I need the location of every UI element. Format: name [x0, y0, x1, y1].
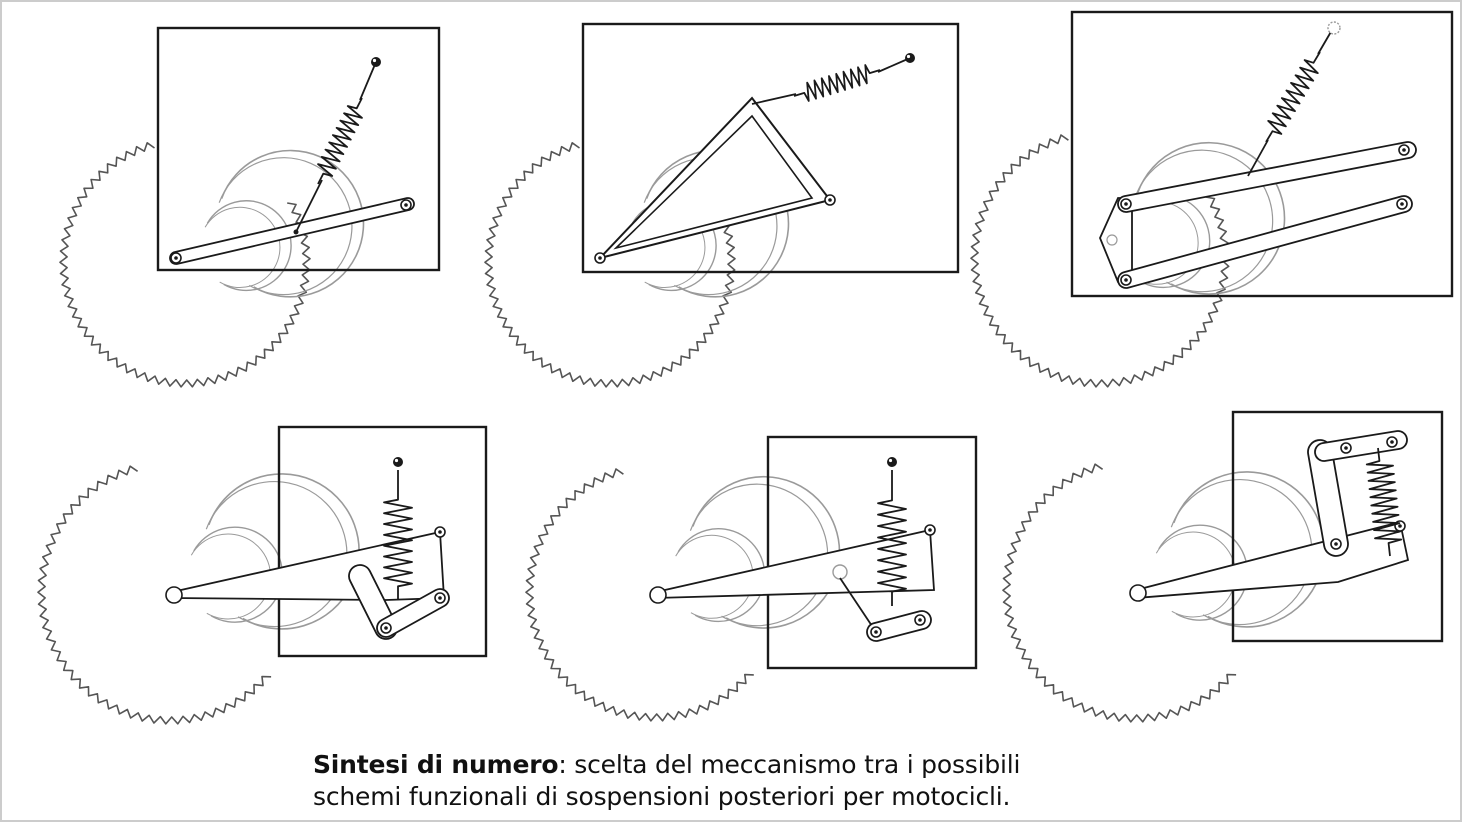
mount-highlight: [888, 458, 893, 463]
hub-outer: [193, 526, 284, 623]
pivot-dot: [1334, 542, 1338, 546]
wheel-carrier: [1099, 197, 1133, 283]
rim-outer: [1137, 141, 1286, 295]
pivot-dot: [1124, 202, 1128, 206]
swingarm-pivot: [649, 586, 667, 604]
mount-highlight: [906, 54, 911, 59]
scheme-3: [1099, 21, 1417, 289]
caption-line-1: Sintesi di numero: scelta del meccanismo…: [313, 749, 1213, 781]
tire-tread: [37, 465, 272, 725]
shock-rod: [1247, 139, 1269, 177]
shock-rod: [877, 57, 911, 73]
pivot-dot: [174, 256, 178, 260]
pivot-dot: [828, 198, 832, 202]
scheme-1: [169, 57, 415, 265]
pivot-dot: [1398, 524, 1402, 528]
shock-rod: [839, 577, 877, 633]
hub-outer: [1158, 524, 1249, 621]
shock-rod: [751, 93, 797, 105]
rim-inner: [218, 157, 353, 296]
hub-inner: [675, 534, 754, 619]
tire-tread: [484, 142, 736, 388]
pivot-dot: [918, 618, 922, 622]
pivot-dot: [598, 256, 602, 260]
rim-inner: [689, 483, 829, 627]
scheme-4: [165, 457, 450, 640]
pivot-dot: [404, 203, 408, 207]
panel-frame: [277, 425, 488, 658]
rim-outer: [220, 149, 365, 298]
mount-point: [371, 57, 381, 67]
tire-tread: [1002, 463, 1237, 723]
rim-inner: [205, 481, 348, 628]
rear-wheel: [37, 465, 360, 725]
mount-point: [393, 457, 403, 467]
tire-tread: [525, 468, 754, 722]
spring-coil: [1265, 51, 1321, 143]
caption-bold-term: Sintesi di numero: [313, 750, 559, 779]
lower-arm: [1117, 195, 1413, 289]
caption-line-2: schemi funzionali di sospensioni posteri…: [313, 782, 1011, 811]
hub-inner: [190, 533, 272, 620]
scheme-6: [1129, 430, 1410, 602]
scheme-5: [649, 457, 936, 642]
spring-coil: [1365, 447, 1403, 557]
pivot-dot: [384, 626, 388, 630]
panel-frame: [156, 26, 441, 272]
panel-frame: [766, 435, 978, 670]
rear-wheel: [525, 468, 841, 722]
pivot-dot: [438, 596, 442, 600]
shock-rod: [359, 61, 377, 101]
axle-mark: [1106, 234, 1118, 246]
mount-point: [905, 53, 915, 63]
pivot-dot: [1400, 202, 1404, 206]
tire-tread: [59, 142, 311, 388]
upper-arm: [1117, 141, 1417, 213]
panel-frame: [581, 22, 960, 274]
panels-layer: [156, 10, 1454, 670]
spring-coil: [793, 64, 881, 102]
mount-point: [887, 457, 897, 467]
pivot-dot: [928, 528, 932, 532]
rocker-link: [376, 588, 450, 638]
pivot-dot: [1344, 446, 1348, 450]
pivot-dot: [1124, 278, 1128, 282]
vertical-link: [1307, 439, 1349, 557]
pivot-dot: [1402, 148, 1406, 152]
spring-coil: [877, 486, 907, 606]
triangle-arm-inner: [613, 114, 814, 250]
swingarm: [169, 197, 415, 265]
swingarm-pivot: [165, 586, 183, 604]
pivot-dot: [874, 630, 878, 634]
hub-outer: [677, 528, 766, 623]
rim-inner: [1170, 479, 1313, 626]
swingarm-pivot: [1129, 584, 1147, 602]
rim-outer: [208, 473, 360, 630]
wheels-layer: [37, 134, 1325, 725]
spring-coil: [383, 486, 413, 600]
figure-caption: Sintesi di numero: scelta del meccanismo…: [313, 749, 1213, 813]
shock-rod: [1317, 29, 1333, 55]
rim-inner: [1134, 149, 1274, 293]
top-rocker: [1314, 430, 1408, 462]
shock-mount: [293, 229, 299, 235]
rim-outer: [692, 475, 841, 629]
upper-mount: [1327, 21, 1341, 35]
panel-frame: [1231, 410, 1444, 643]
scheme-2: [594, 53, 915, 264]
mount-highlight: [394, 458, 399, 463]
pivot-dot: [1390, 440, 1394, 444]
spring-coil: [317, 97, 363, 185]
panel-frame: [1070, 10, 1454, 298]
shock-rod: [295, 179, 323, 233]
caption-line-1-rest: : scelta del meccanismo tra i possibili: [558, 750, 1021, 779]
mount-highlight: [372, 58, 377, 63]
pivot-dot: [438, 530, 442, 534]
